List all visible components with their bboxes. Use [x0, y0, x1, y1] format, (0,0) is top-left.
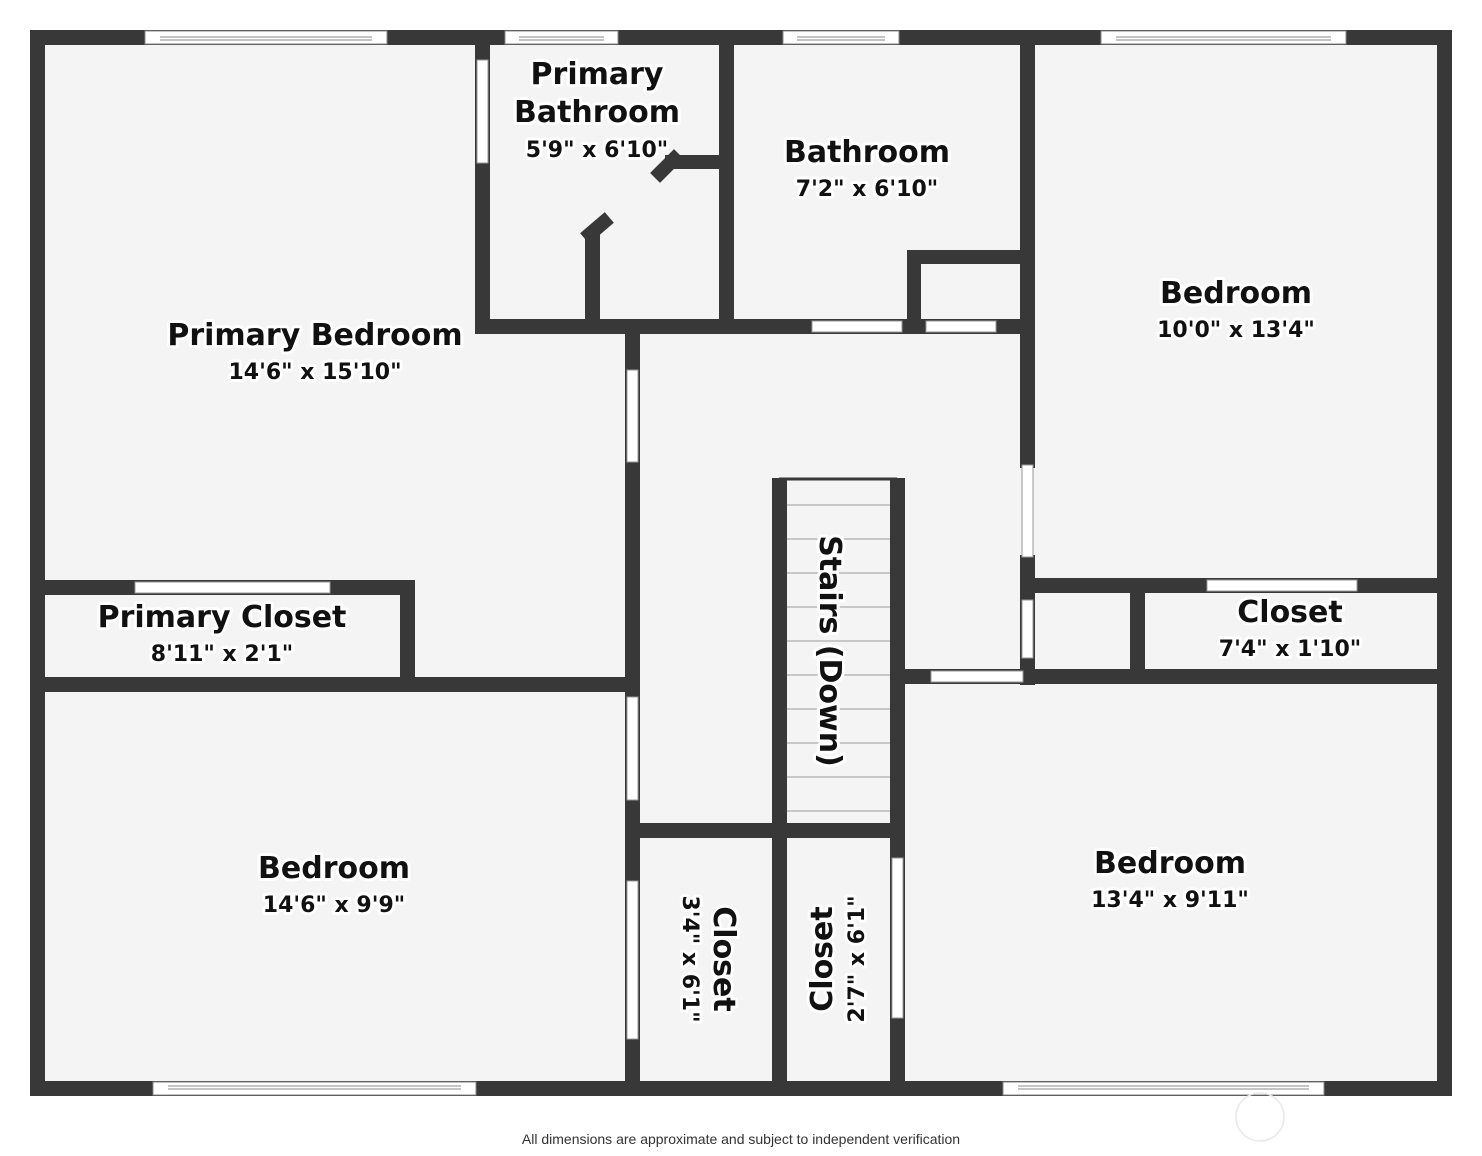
- room-name: Bathroom: [784, 135, 950, 170]
- room-label-primary-bathroom: Primary Bathroom 5'9" x 6'10": [511, 54, 683, 166]
- room-name: Bedroom: [1160, 276, 1312, 311]
- room-dimensions: 3'4" x 6'1": [677, 895, 702, 1022]
- window-primary-bedroom: [144, 30, 388, 45]
- room-dimensions: 14'6" x 15'10": [228, 360, 401, 385]
- room-name: Primary Bedroom: [167, 318, 462, 353]
- room-name: Closet: [1237, 595, 1342, 630]
- door-openings: [134, 59, 1358, 1040]
- window-bedroom-se: [1002, 1081, 1325, 1096]
- room-dimensions: 7'2" x 6'10": [796, 177, 938, 202]
- disclaimer-text: All dimensions are approximate and subje…: [521, 1131, 961, 1147]
- room-dimensions: 10'0" x 13'4": [1157, 318, 1315, 343]
- room-label-primary-bedroom: Primary Bedroom 14'6" x 15'10": [164, 315, 465, 388]
- room-dimensions: 7'4" x 1'10": [1219, 637, 1361, 662]
- window-primary-bathroom: [504, 30, 619, 45]
- room-dimensions: 5'9" x 6'10": [526, 138, 668, 163]
- room-dimensions: 8'11" x 2'1": [151, 642, 293, 667]
- room-label-bedroom-se: Bedroom 13'4" x 9'11": [1088, 843, 1252, 916]
- room-dimensions: 14'6" x 9'9": [263, 893, 405, 918]
- room-dimensions: 13'4" x 9'11": [1091, 888, 1249, 913]
- room-label-closet-mid1: Closet 3'4" x 6'1": [674, 892, 744, 1025]
- window-bathroom: [782, 30, 900, 45]
- compass-circle: [1235, 1092, 1285, 1142]
- room-name-line2: Bathroom: [514, 95, 680, 130]
- room-name: Stairs (Down): [812, 535, 847, 767]
- window-bedroom-sw: [152, 1081, 477, 1096]
- room-name: Closet: [805, 906, 840, 1011]
- room-name: Closet: [706, 906, 741, 1011]
- room-label-bathroom: Bathroom 7'2" x 6'10": [781, 132, 953, 205]
- room-name-line1: Primary: [531, 57, 664, 92]
- room-label-primary-closet: Primary Closet 8'11" x 2'1": [95, 597, 350, 670]
- room-dimensions: 2'7" x 6'1": [845, 895, 870, 1022]
- room-label-closet-east: Closet 7'4" x 1'10": [1216, 592, 1364, 665]
- room-name: Primary Closet: [98, 600, 347, 635]
- room-name: Bedroom: [1094, 846, 1246, 881]
- windows: [144, 30, 1347, 1096]
- room-label-stairs: Stairs (Down): [809, 532, 850, 770]
- room-label-bedroom-sw: Bedroom 14'6" x 9'9": [255, 848, 413, 921]
- room-name: Bedroom: [258, 851, 410, 886]
- floor-area: [38, 38, 1444, 1088]
- room-label-closet-mid2: Closet 2'7" x 6'1": [802, 892, 873, 1025]
- stair-treads: [779, 477, 897, 812]
- room-label-bedroom-ne: Bedroom 10'0" x 13'4": [1154, 273, 1318, 346]
- window-bedroom-ne: [1100, 30, 1347, 45]
